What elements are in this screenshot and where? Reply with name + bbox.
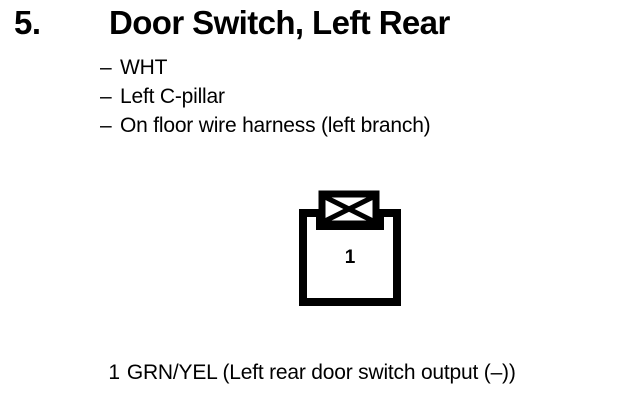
pin-legend-number: 1 [108, 361, 120, 384]
dash-bullet: – [100, 56, 112, 79]
list-item-label: WHT [120, 56, 168, 79]
heading: 5. Door Switch, Left Rear [0, 4, 624, 46]
pin-legend-text: GRN/YEL (Left rear door switch output (–… [126, 361, 516, 384]
list-item: –Left C-pillar [100, 82, 580, 111]
connector-body-outline [299, 209, 401, 306]
dash-bullet: – [100, 85, 112, 108]
connector-outline-icon [299, 190, 401, 306]
item-number: 5. [14, 4, 41, 41]
connector-symbol: 1 [296, 190, 404, 310]
list-item: –WHT [100, 53, 580, 82]
page-title: Door Switch, Left Rear [109, 4, 450, 41]
dash-bullet: – [100, 114, 112, 137]
list-item-label: Left C-pillar [120, 85, 225, 108]
pin-legend-line: 1 GRN/YEL (Left rear door switch output (… [108, 360, 515, 386]
attribute-list: –WHT –Left C-pillar –On floor wire harne… [100, 53, 580, 140]
pin-number: 1 [344, 247, 356, 268]
pin-legend: 1 GRN/YEL (Left rear door switch output (… [0, 360, 624, 386]
list-item-label: On floor wire harness (left branch) [120, 114, 431, 137]
list-item: –On floor wire harness (left branch) [100, 111, 580, 140]
tab-cross-diagonal-icon [323, 194, 375, 224]
